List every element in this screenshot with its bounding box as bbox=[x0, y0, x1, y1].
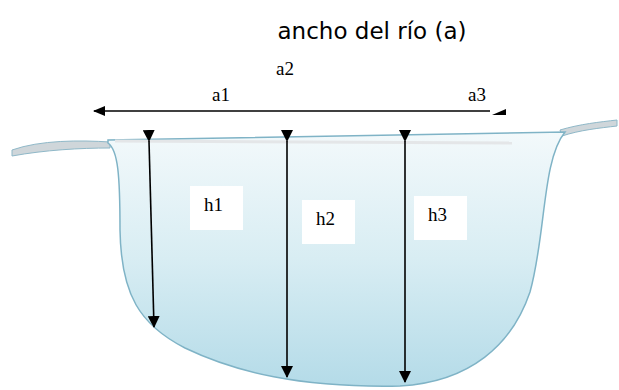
depth-label: h1 bbox=[190, 186, 243, 230]
depth-label: h3 bbox=[414, 196, 467, 240]
width-arrow bbox=[94, 110, 490, 112]
depth-arrow bbox=[286, 141, 288, 377]
width-part: a1 bbox=[212, 84, 230, 106]
width-arrow-tip bbox=[492, 109, 506, 115]
depth-arrow bbox=[404, 141, 406, 382]
width-part: a2 bbox=[276, 58, 294, 80]
water-surface bbox=[115, 141, 512, 143]
river-water bbox=[108, 132, 565, 386]
left-bank bbox=[12, 141, 110, 156]
depth-arrow bbox=[149, 141, 154, 327]
diagram-title: ancho del río (a) bbox=[278, 18, 467, 44]
width-part: a3 bbox=[468, 84, 486, 106]
right-bank bbox=[560, 120, 617, 136]
depth-label: h2 bbox=[302, 200, 355, 244]
